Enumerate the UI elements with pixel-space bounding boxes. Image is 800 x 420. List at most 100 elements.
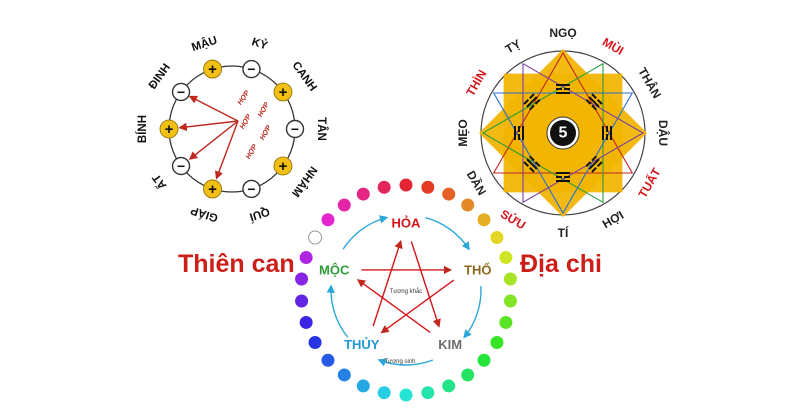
- trigram-icon: [585, 155, 603, 173]
- trigram-line: [534, 161, 541, 167]
- trigram-line: [585, 161, 592, 167]
- color-dot: [442, 379, 456, 393]
- stem-ring: [168, 65, 296, 193]
- thien-can-title: Thiên can: [178, 250, 295, 278]
- color-dot: [477, 353, 491, 367]
- plus-sign-glyph: +: [279, 84, 288, 101]
- stem-3: +CANH: [273, 60, 319, 102]
- color-dot: [399, 178, 413, 192]
- generating-arrow: [463, 286, 482, 339]
- controlling-arrow: [410, 241, 441, 328]
- trigram-line: [591, 104, 597, 111]
- trigram-line: [610, 126, 612, 140]
- branch-label: MẸO: [456, 119, 470, 146]
- stem-label: QUÍ: [247, 205, 271, 224]
- trigram-line: [529, 104, 535, 111]
- generating-label: Tương sinh: [385, 359, 416, 365]
- trigram-line: [526, 96, 538, 108]
- plus-sign-icon: [203, 179, 222, 199]
- trigram-line: [523, 161, 530, 167]
- trigram-line: [591, 166, 597, 173]
- color-dot: [356, 187, 370, 201]
- hop-label: HỢP: [257, 101, 271, 118]
- stem-arrow: [215, 120, 239, 180]
- minus-sign-glyph: −: [247, 61, 255, 77]
- branch-label: TÍ: [558, 225, 569, 240]
- minus-sign-icon: [285, 119, 305, 139]
- minus-sign-glyph: −: [177, 84, 185, 100]
- trigram-icon: [523, 155, 541, 173]
- color-dot: [503, 294, 517, 308]
- branch-label: TỴ: [503, 36, 523, 56]
- color-dot: [295, 272, 309, 286]
- color-dot: [499, 315, 513, 329]
- trigram-line: [556, 180, 570, 182]
- trigram-line: [556, 84, 570, 86]
- stem-label: NHÂM: [289, 164, 320, 200]
- stem-label: KỶ: [250, 35, 270, 52]
- color-dot: [377, 180, 391, 194]
- thien-can-wheel: +MẬU−KỶ+CANH−TÂN+NHÂM−QUÍ+GIÁP−ẤT+BÍNH−Đ…: [136, 34, 328, 225]
- stem-arrow: [178, 120, 239, 132]
- element-label: THỦY: [344, 337, 380, 352]
- branch-label: DẦN: [464, 168, 490, 198]
- minus-sign-icon: [242, 179, 261, 199]
- stem-label: GIÁP: [189, 203, 220, 224]
- color-dot: [321, 353, 335, 367]
- branch-label: HỢI: [600, 208, 626, 231]
- color-dot: [499, 251, 513, 265]
- stem-2: − KỶ: [242, 35, 270, 79]
- trigram-icon: [514, 126, 524, 140]
- element-label: MỘC: [319, 262, 350, 277]
- color-dot: [490, 336, 504, 349]
- trigram-line: [588, 158, 600, 170]
- stem-label: ĐINH: [147, 62, 173, 92]
- trigram-line: [556, 176, 562, 178]
- color-dot: [461, 198, 475, 212]
- plus-sign-icon: [273, 156, 293, 176]
- stem-label: CANH: [289, 60, 318, 94]
- color-dot: [461, 368, 475, 382]
- plus-sign-icon: [273, 82, 293, 102]
- element-label: THỔ: [464, 262, 491, 277]
- stem-label: BÍNH: [136, 115, 149, 143]
- stem-4: −TÂN: [285, 117, 328, 141]
- stem-5: +NHÂM: [273, 156, 320, 200]
- stem-arrow: [188, 120, 239, 160]
- minus-sign-glyph: −: [247, 181, 255, 197]
- stem-label: MẬU: [190, 34, 219, 54]
- color-dot: [308, 336, 322, 349]
- hop-label: HỢP: [237, 89, 252, 106]
- stem-10: −ĐINH: [147, 62, 191, 102]
- color-dot: [421, 180, 435, 194]
- plus-sign-icon: [203, 59, 222, 79]
- trigram-line: [591, 93, 597, 100]
- trigram-line: [529, 155, 535, 162]
- hop-label: HỢP: [239, 113, 253, 130]
- trigram-line: [526, 158, 538, 170]
- color-dot: [399, 388, 413, 402]
- trigram-line: [556, 172, 570, 174]
- center-number: 5: [559, 125, 568, 142]
- dia-chi-title: Địa chi: [520, 250, 602, 278]
- trigram-line: [529, 93, 535, 100]
- trigram-line: [596, 99, 603, 105]
- plus-sign-glyph: +: [165, 121, 174, 138]
- plus-sign-glyph: +: [208, 181, 217, 198]
- color-dot: [490, 231, 504, 244]
- trigram-line: [522, 126, 524, 140]
- trigram-line: [602, 126, 604, 140]
- generating-arrow: [377, 358, 434, 367]
- color-dot: [337, 198, 351, 212]
- generating-arrow: [425, 216, 470, 251]
- color-dot: [477, 213, 491, 227]
- stem-1: +MẬU: [190, 34, 222, 79]
- branch-label: DẬU: [656, 120, 671, 146]
- trigram-icon: [523, 93, 541, 111]
- generating-arrow: [326, 284, 349, 338]
- stem-label: ẤT: [150, 172, 170, 192]
- branch-label: THÂN: [635, 65, 665, 101]
- hop-label: HỢP: [259, 124, 273, 141]
